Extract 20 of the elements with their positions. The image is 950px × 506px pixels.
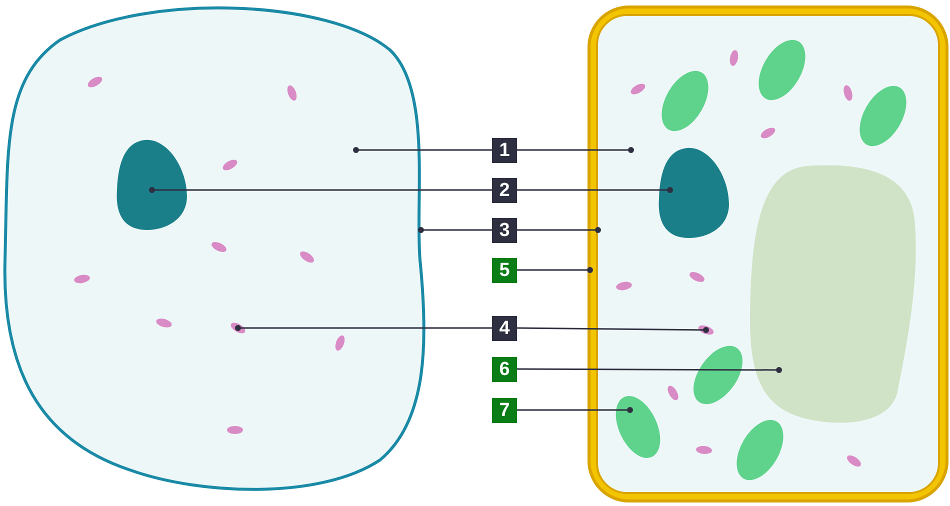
callout-number: 3 xyxy=(492,218,517,242)
leader-line xyxy=(418,227,492,233)
leader-line xyxy=(517,367,782,373)
callout-number: 6 xyxy=(492,356,517,382)
leader-line xyxy=(517,267,593,273)
leader-line xyxy=(149,187,492,193)
leader-line xyxy=(353,147,492,153)
callout-number: 1 xyxy=(492,138,517,162)
callout-number: 2 xyxy=(492,178,517,202)
leader-line xyxy=(517,147,634,153)
leader-line xyxy=(235,325,492,331)
leader-line xyxy=(517,327,709,333)
nucleus-shape xyxy=(657,146,729,238)
nucleus-shape xyxy=(115,138,187,230)
leader-line xyxy=(517,187,673,193)
leader-line xyxy=(517,407,633,413)
callout-number: 5 xyxy=(492,258,517,282)
leader-line xyxy=(517,227,601,233)
callout-number: 4 xyxy=(492,316,517,340)
callout-number: 7 xyxy=(492,398,517,422)
